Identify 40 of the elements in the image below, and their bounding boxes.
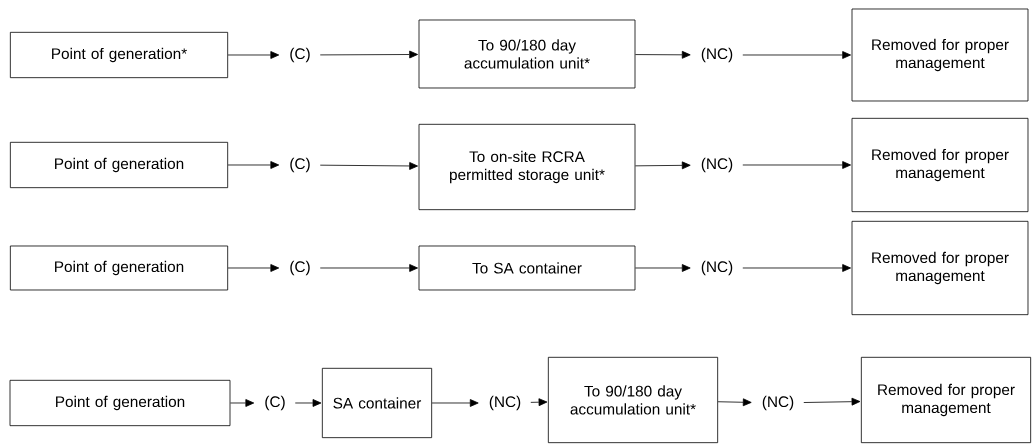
process-box: To SA container: [418, 245, 636, 291]
condition-label: (C): [265, 395, 285, 411]
process-box: Point of generation: [9, 379, 231, 427]
condition-label: (NC): [701, 260, 733, 276]
arrow: [319, 162, 418, 170]
arrow: [742, 51, 851, 59]
arrow: [294, 399, 322, 407]
process-box: Removed for proper management: [851, 220, 1029, 316]
arrow: [230, 399, 255, 407]
process-box: To 90/180 day accumulation unit*: [547, 356, 719, 444]
arrow: [717, 398, 752, 407]
process-box: Point of generation: [9, 141, 229, 189]
process-box: Point of generation*: [9, 31, 229, 79]
condition-label: (NC): [701, 47, 733, 63]
condition-label: (NC): [489, 395, 521, 411]
process-box: Removed for proper management: [860, 356, 1032, 444]
process-box: Removed for proper management: [851, 117, 1029, 213]
arrow: [742, 161, 851, 169]
arrow: [635, 50, 691, 59]
arrow: [803, 397, 861, 406]
arrow: [635, 264, 691, 272]
process-box: Removed for proper management: [851, 8, 1029, 102]
condition-label: (C): [290, 47, 310, 63]
condition-label: (C): [290, 157, 310, 173]
process-box: To on-site RCRA permitted storage unit*: [418, 123, 636, 211]
condition-label: (NC): [762, 395, 794, 411]
arrow: [530, 398, 548, 407]
arrow: [635, 161, 691, 170]
arrow: [319, 50, 418, 59]
process-box: To 90/180 day accumulation unit*: [418, 19, 636, 89]
arrow: [742, 264, 851, 272]
condition-label: (C): [290, 260, 310, 276]
arrow: [319, 264, 418, 272]
process-box: Point of generation: [9, 245, 229, 291]
arrow: [227, 161, 280, 169]
arrow: [227, 51, 280, 59]
process-box: SA container: [321, 367, 433, 439]
arrow: [227, 264, 280, 272]
condition-label: (NC): [701, 157, 733, 173]
arrow: [431, 399, 479, 407]
